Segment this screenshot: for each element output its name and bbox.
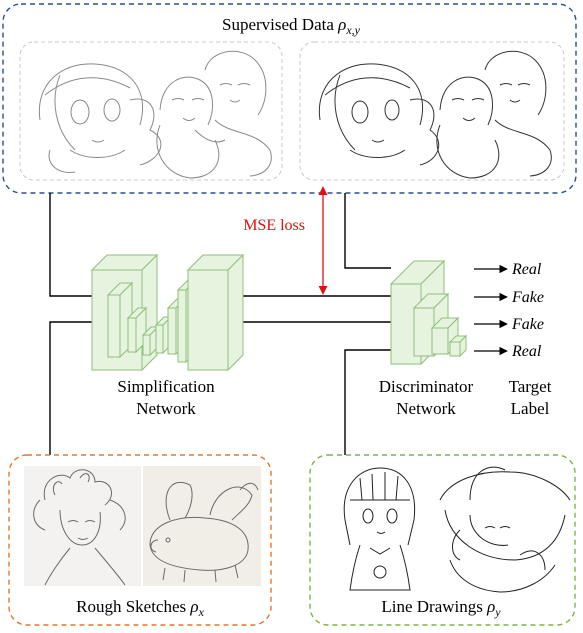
sketch-illustration-left bbox=[38, 50, 272, 179]
line-drawings-label: Line Drawings ρy bbox=[381, 597, 501, 619]
rough-sketch-image-left bbox=[24, 466, 141, 586]
rough-to-simplification-line bbox=[49, 321, 92, 455]
lines-to-discriminator-line bbox=[344, 349, 391, 455]
supervised-data-title: Supervised Data ρx,y bbox=[222, 15, 361, 37]
rough-sketches-group: Rough Sketches ρx bbox=[8, 454, 272, 626]
supervised-sketch-panel bbox=[19, 41, 283, 181]
clean-to-discriminator-line bbox=[344, 193, 391, 269]
discriminator-network-label: Discriminator bbox=[379, 377, 474, 396]
rough-sketch-strokes bbox=[33, 469, 259, 586]
simplification-network-blocks bbox=[90, 253, 245, 372]
discriminator-network-blocks bbox=[389, 259, 468, 366]
line-drawing-strokes bbox=[343, 466, 571, 593]
target-label-line1: Target bbox=[509, 377, 552, 396]
sketch-to-simplification-line bbox=[49, 193, 92, 297]
line-drawings-frame bbox=[309, 454, 576, 626]
line-drawings-group: Line Drawings ρy bbox=[309, 454, 576, 626]
supervised-data-group: Supervised Data ρx,y bbox=[2, 3, 577, 194]
line-illustration-right bbox=[318, 50, 552, 179]
discriminator-network-label-line2: Network bbox=[396, 399, 456, 418]
connections bbox=[49, 193, 391, 455]
supervised-clean-panel bbox=[299, 41, 565, 181]
target-label-line2: Label bbox=[511, 399, 550, 418]
output-label-2: Fake bbox=[511, 289, 544, 306]
rough-sketch-image-right bbox=[143, 466, 261, 586]
mse-loss-label: MSE loss bbox=[243, 217, 305, 234]
rough-sketches-frame bbox=[8, 454, 272, 626]
simplification-network-label-line2: Network bbox=[136, 399, 196, 418]
rough-sketches-label: Rough Sketches ρx bbox=[76, 597, 204, 619]
output-label-3: Fake bbox=[511, 316, 544, 333]
simplification-network-label: Simplification bbox=[117, 377, 215, 396]
supervised-data-frame bbox=[2, 3, 577, 194]
output-label-4: Real bbox=[511, 343, 542, 360]
output-label-1: Real bbox=[511, 261, 542, 278]
output-arrows bbox=[474, 264, 508, 356]
